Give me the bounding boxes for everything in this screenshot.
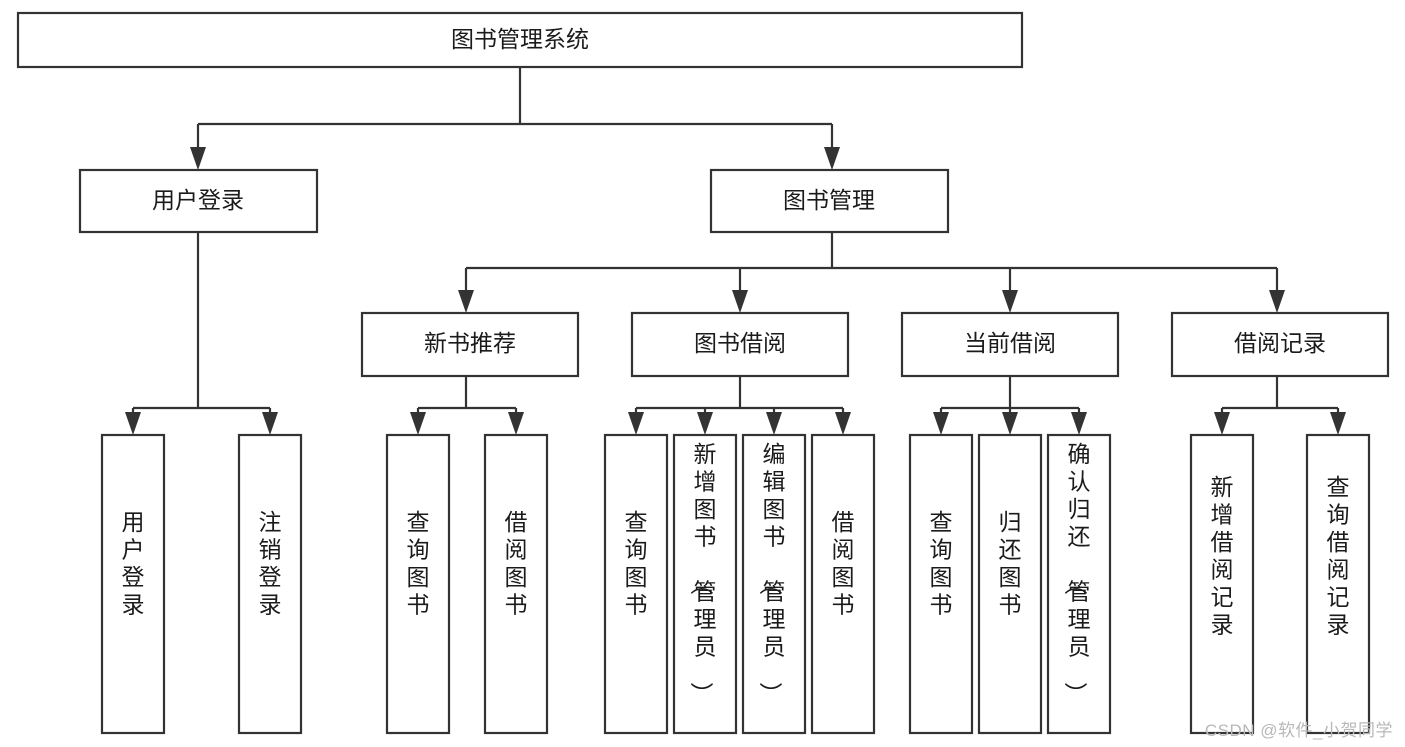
node-leaf-query-book-3[interactable]: 查询图书 xyxy=(908,433,974,735)
node-leaf-query-borrow-record-box[interactable] xyxy=(1305,433,1371,735)
node-current-borrow[interactable]: 当前借阅 xyxy=(900,311,1120,378)
connector-user-login-to-leaves xyxy=(125,232,278,435)
node-leaf-query-book-1[interactable]: 查询图书 xyxy=(385,433,451,735)
node-borrow-record-label: 借阅记录 xyxy=(1234,330,1326,356)
node-user-login[interactable]: 用户登录 xyxy=(78,168,319,234)
node-book-management-label: 图书管理 xyxy=(783,187,875,213)
node-leaf-add-book-admin[interactable]: 新增图书（管理员） xyxy=(672,433,738,735)
node-leaf-query-book-3-box[interactable] xyxy=(908,433,974,735)
node-book-management-box[interactable] xyxy=(709,168,950,234)
node-leaf-borrow-book-1-box[interactable] xyxy=(483,433,549,735)
node-book-management[interactable]: 图书管理 xyxy=(709,168,950,234)
node-leaf-edit-book-admin-box[interactable] xyxy=(741,433,807,735)
arrow-head-leaf-borrow-book-2 xyxy=(835,412,851,435)
arrow-head-leaf-confirm-return-admin xyxy=(1071,412,1087,435)
node-leaf-query-book-1-box[interactable] xyxy=(385,433,451,735)
arrow-head-leaf-query-book-1 xyxy=(410,412,426,435)
node-leaf-return-book-box[interactable] xyxy=(977,433,1043,735)
arrow-head-leaf-add-book-admin xyxy=(697,412,713,435)
node-book-borrow-box[interactable] xyxy=(630,311,850,378)
connector-current-borrow-to-leaves xyxy=(933,376,1087,435)
node-leaf-borrow-book-1-label: 借阅图书 xyxy=(505,509,528,618)
node-leaf-edit-book-admin-label: 编辑图书（管理员） xyxy=(758,441,786,705)
connector-new-book-recommend-to-leaves xyxy=(410,376,524,435)
arrow-head-leaf-borrow-book-1 xyxy=(508,412,524,435)
node-user-login-label: 用户登录 xyxy=(152,187,244,213)
node-leaf-return-book[interactable]: 归还图书 xyxy=(977,433,1043,735)
node-user-login-box[interactable] xyxy=(78,168,319,234)
node-leaf-return-book-label: 归还图书 xyxy=(999,509,1022,618)
node-new-book-recommend-box[interactable] xyxy=(360,311,580,378)
arrow-head-user-login xyxy=(190,147,206,170)
node-root-system[interactable]: 图书管理系统 xyxy=(16,11,1024,69)
node-leaf-confirm-return-admin-label: 确认归还（管理员） xyxy=(1063,441,1091,705)
node-leaf-query-book-1-label: 查询图书 xyxy=(407,509,430,618)
node-current-borrow-box[interactable] xyxy=(900,311,1120,378)
node-leaf-confirm-return-admin[interactable]: 确认归还（管理员） xyxy=(1046,433,1112,735)
connector-borrow-record-to-leaves xyxy=(1214,376,1346,435)
node-leaf-query-book-2[interactable]: 查询图书 xyxy=(603,433,669,735)
node-leaf-borrow-book-2[interactable]: 借阅图书 xyxy=(810,433,876,735)
node-leaf-user-login[interactable]: 用户登录 xyxy=(100,433,166,735)
node-borrow-record-box[interactable] xyxy=(1170,311,1390,378)
node-leaf-logout-login[interactable]: 注销登录 xyxy=(237,433,303,735)
node-leaf-user-login-label: 用户登录 xyxy=(122,509,145,618)
arrow-head-new-book-recommend xyxy=(458,290,474,313)
node-borrow-record[interactable]: 借阅记录 xyxy=(1170,311,1390,378)
node-root-label: 图书管理系统 xyxy=(451,26,589,52)
node-leaf-logout-login-box[interactable] xyxy=(237,433,303,735)
arrow-head-leaf-user-login xyxy=(125,412,141,435)
node-leaf-borrow-book-2-box[interactable] xyxy=(810,433,876,735)
node-leaf-query-book-3-label: 查询图书 xyxy=(930,509,953,618)
arrow-head-leaf-edit-book-admin xyxy=(766,412,782,435)
node-leaf-query-book-2-label: 查询图书 xyxy=(625,509,648,618)
arrow-head-leaf-query-book-3 xyxy=(933,412,949,435)
arrow-head-leaf-return-book xyxy=(1002,412,1018,435)
arrow-head-borrow-record xyxy=(1269,290,1285,313)
node-leaf-user-login-box[interactable] xyxy=(100,433,166,735)
arrow-head-current-borrow xyxy=(1002,290,1018,313)
csdn-watermark: CSDN @软件_小贺同学 xyxy=(1204,721,1393,740)
node-leaf-borrow-book-2-label: 借阅图书 xyxy=(832,509,855,618)
connector-root-to-level2 xyxy=(190,67,840,170)
node-leaf-query-book-2-box[interactable] xyxy=(603,433,669,735)
arrow-head-leaf-logout-login xyxy=(262,412,278,435)
node-leaf-logout-login-label: 注销登录 xyxy=(259,509,282,618)
arrow-head-leaf-query-borrow-record xyxy=(1330,412,1346,435)
connector-book-management-to-level3 xyxy=(458,232,1285,313)
node-leaf-query-borrow-record-label: 查询借阅记录 xyxy=(1327,474,1350,638)
connector-book-borrow-to-leaves xyxy=(628,376,851,435)
arrow-head-book-borrow xyxy=(732,290,748,313)
node-leaf-add-borrow-record-label: 新增借阅记录 xyxy=(1211,474,1234,638)
node-leaf-add-book-admin-box[interactable] xyxy=(672,433,738,735)
node-leaf-add-book-admin-label: 新增图书（管理员） xyxy=(689,441,717,705)
node-leaf-add-borrow-record[interactable]: 新增借阅记录 xyxy=(1189,433,1255,735)
node-new-book-recommend-label: 新书推荐 xyxy=(424,330,516,356)
node-current-borrow-label: 当前借阅 xyxy=(964,330,1056,356)
node-book-borrow-label: 图书借阅 xyxy=(694,330,786,356)
node-root-box[interactable] xyxy=(16,11,1024,69)
node-leaf-add-borrow-record-box[interactable] xyxy=(1189,433,1255,735)
arrow-head-leaf-query-book-2 xyxy=(628,412,644,435)
node-leaf-confirm-return-admin-box[interactable] xyxy=(1046,433,1112,735)
node-leaf-query-borrow-record[interactable]: 查询借阅记录 xyxy=(1305,433,1371,735)
node-book-borrow[interactable]: 图书借阅 xyxy=(630,311,850,378)
node-leaf-edit-book-admin[interactable]: 编辑图书（管理员） xyxy=(741,433,807,735)
arrow-head-leaf-add-borrow-record xyxy=(1214,412,1230,435)
arrow-head-book-management xyxy=(824,147,840,170)
node-leaf-borrow-book-1[interactable]: 借阅图书 xyxy=(483,433,549,735)
node-new-book-recommend[interactable]: 新书推荐 xyxy=(360,311,580,378)
